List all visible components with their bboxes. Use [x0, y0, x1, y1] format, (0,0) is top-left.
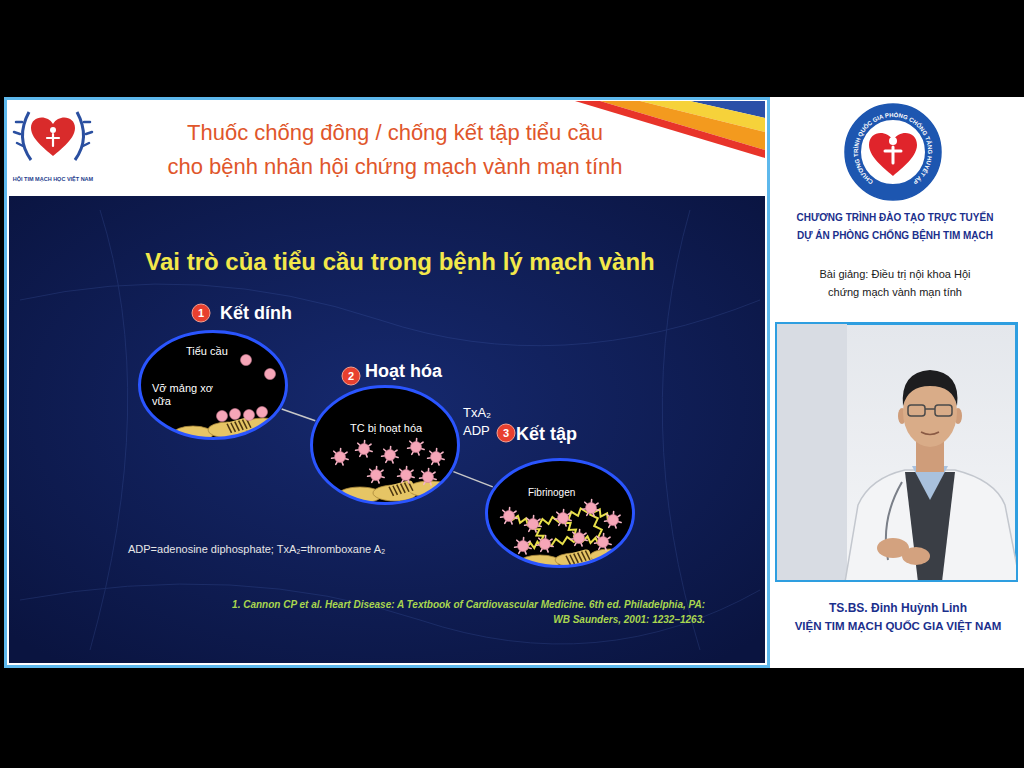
activated-platelet [583, 500, 600, 516]
program-name: CHƯƠNG TRÌNH ĐÀO TẠO TRỰC TUYẾN DỰ ÁN PH… [780, 209, 1010, 245]
activation-ellipse: Hoạt hóaTC bị hoạt hóaTxA₂ADP [310, 385, 460, 505]
ellipse-fill [312, 387, 459, 504]
activated-platelet [571, 530, 588, 546]
mediator-label: TxA₂ [463, 405, 491, 421]
aggregation-ellipse: Kết tậpFibrinogen [485, 458, 635, 568]
ellipse-fill [487, 460, 634, 567]
ellipse-border [312, 387, 459, 504]
activated-platelet [595, 534, 612, 550]
lecture-title: Bài giảng: Điều trị nội khoa Hội chứng m… [795, 265, 995, 301]
presenter-figure [777, 324, 1016, 580]
slide-frame [6, 99, 769, 667]
activated-platelet [605, 512, 622, 528]
activated-platelet [398, 467, 415, 483]
mediator-label: ADP [463, 423, 490, 439]
connector-line [282, 409, 316, 421]
callout-disc [342, 367, 360, 385]
slide-title: Thuốc chống đông / chống kết tập tiểu cầ… [135, 116, 655, 184]
platelet [244, 410, 255, 421]
plaque-blob [444, 477, 476, 493]
step-heading: Kết tập [516, 423, 577, 445]
ellipse-fill [140, 332, 287, 439]
abbreviation-note: ADP=adenosine diphosphate; TxA₂=thrombox… [128, 542, 385, 556]
activated-platelet [428, 449, 445, 465]
activated-platelet [332, 449, 349, 465]
panel-texture [20, 210, 760, 650]
callout-disc [497, 424, 515, 442]
society-logo [14, 112, 92, 160]
callout-number: 2 [342, 367, 360, 385]
step-heading: Kết dính [220, 302, 292, 324]
platelet [265, 369, 276, 380]
activated-platelet [382, 447, 399, 463]
society-name: HỘI TIM MẠCH HỌC VIỆT NAM [8, 176, 98, 183]
step-heading: Hoạt hóa [365, 360, 442, 382]
ellipse-outline [310, 385, 460, 505]
activated-platelet-label: TC bị hoạt hóa [350, 421, 422, 435]
reference-citation: 1. Cannon CP et al. Heart Disease: A Tex… [215, 597, 705, 627]
activated-platelet [420, 469, 437, 485]
speaker-name: TS.BS. Đinh Huỳnh Linh [776, 601, 1020, 616]
fibrinogen-label: Fibrinogen [528, 486, 575, 499]
platelet [230, 409, 241, 420]
plaque-rupture [385, 480, 415, 499]
ellipse-outline [485, 458, 635, 568]
plaque-blob [408, 481, 452, 497]
callout-disc [192, 304, 210, 322]
institute-name: VIỆN TIM MẠCH QUỐC GIA VIỆT NAM [776, 619, 1020, 633]
callout-number: 3 [497, 424, 515, 442]
activated-platelet [537, 536, 554, 552]
ellipse-border [140, 332, 287, 439]
connector-line [453, 472, 492, 487]
activated-platelet [555, 510, 572, 526]
callout-number: 1 [192, 304, 210, 322]
slide-dark-panel [9, 196, 765, 663]
activated-platelet [356, 441, 373, 457]
plaque-blob [272, 416, 304, 432]
activated-platelet [408, 439, 425, 455]
ring-logo-text: CHƯƠNG TRÌNH QUỐC GIA PHÒNG CHỐNG TĂNG H… [852, 111, 933, 185]
platelet [217, 411, 228, 422]
slide-subtitle: Vai trò của tiểu cầu trong bệnh lý mạch … [50, 247, 750, 277]
activated-platelet [368, 467, 385, 483]
platelet [241, 355, 252, 366]
activated-platelet [501, 508, 518, 524]
header-stripe [575, 101, 765, 158]
plaque-label: Vỡ mảng xơ vữa [152, 382, 214, 408]
platelet [257, 407, 268, 418]
ellipse-border [487, 460, 634, 567]
activated-platelet [525, 516, 542, 532]
activated-platelet [515, 538, 532, 554]
adhesion-ellipse: Kết dínhTiểu cầuVỡ mảng xơ vữa [138, 330, 288, 440]
program-logo [845, 104, 941, 200]
side-panel [770, 97, 1024, 668]
platelet-label: Tiểu cầu [186, 344, 228, 358]
illustration [332, 439, 476, 503]
